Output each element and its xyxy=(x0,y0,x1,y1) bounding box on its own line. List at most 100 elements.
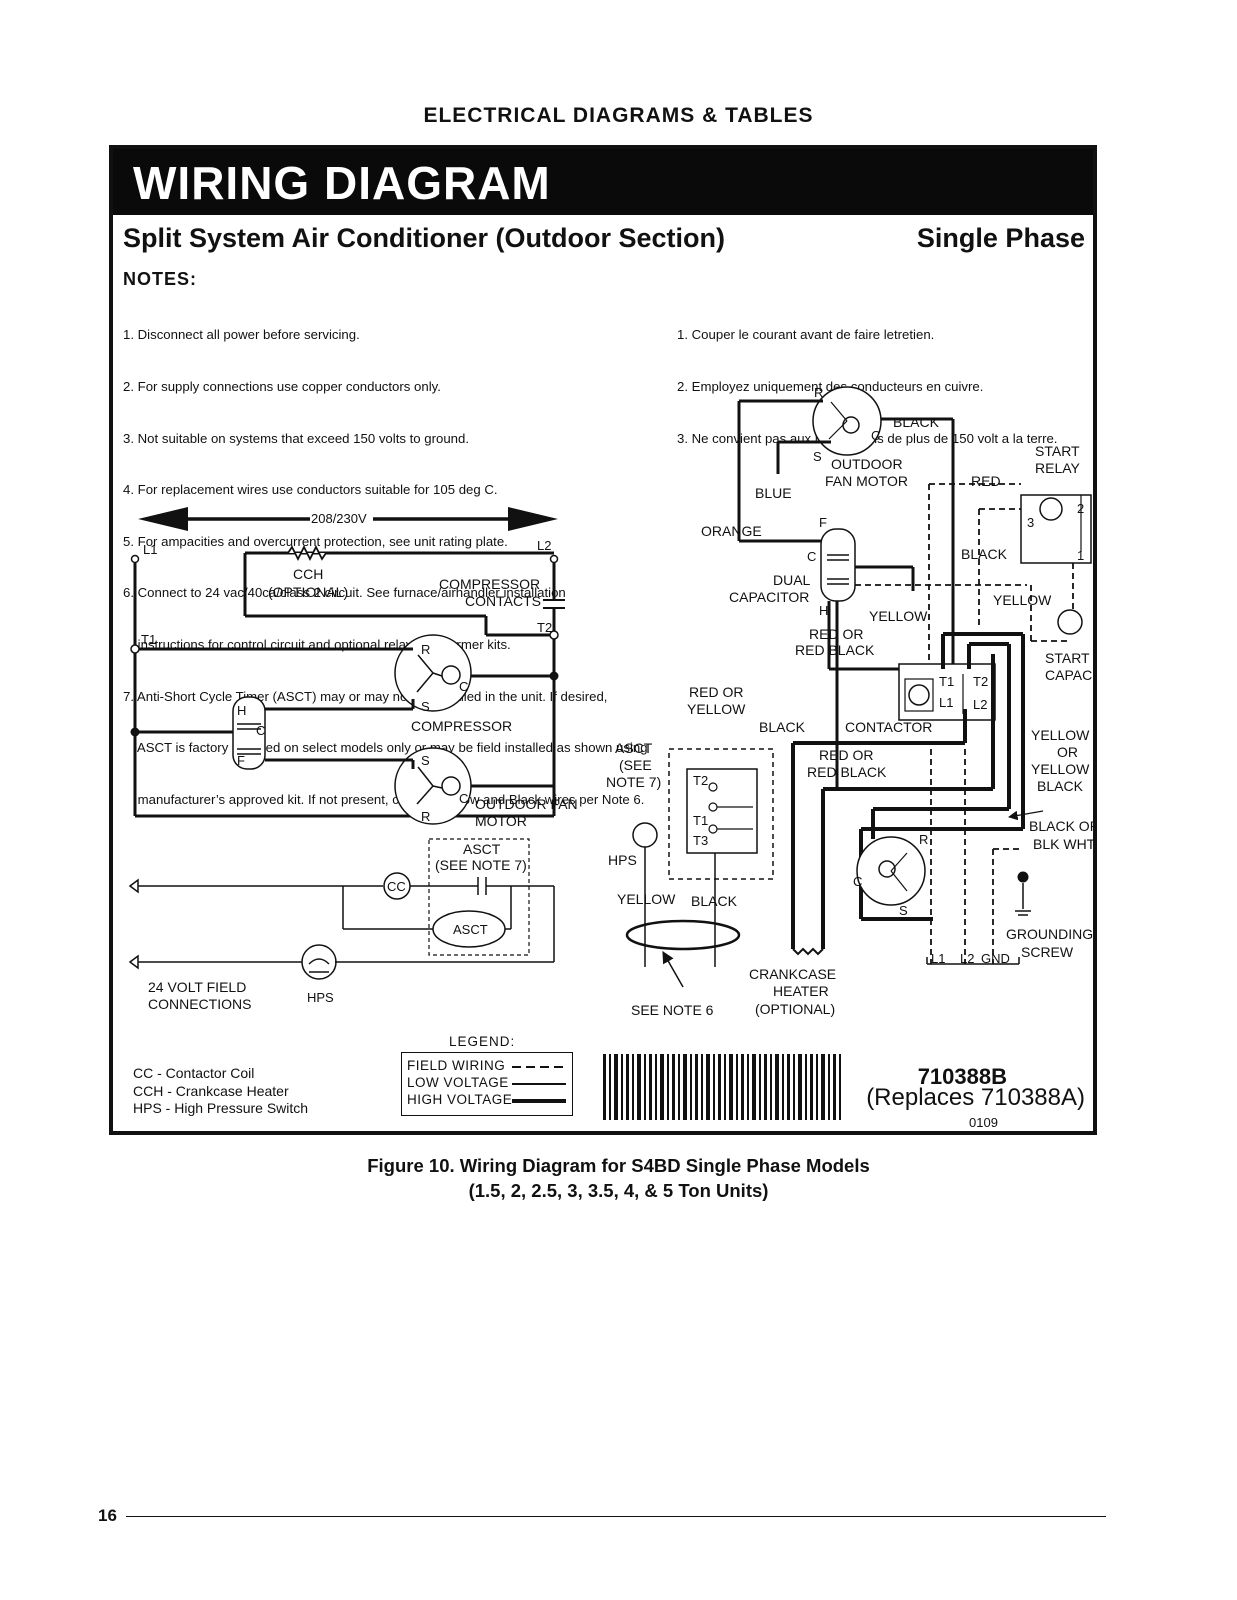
terminal-l2: L2 xyxy=(960,951,974,966)
t2-label: T2 xyxy=(537,620,552,635)
hps-label: HPS xyxy=(307,990,334,1005)
replaces-text: (Replaces 710388A) xyxy=(866,1084,1085,1111)
notes-english: 1. Disconnect all power before servicing… xyxy=(123,292,648,843)
yellow-or-label-4: BLACK xyxy=(1037,778,1084,794)
comp-c-label: C xyxy=(459,679,468,694)
relay-terminal-3: 3 xyxy=(1027,515,1034,530)
contactor-t2: T2 xyxy=(973,674,988,689)
subtitle-left: Split System Air Conditioner (Outdoor Se… xyxy=(123,223,726,253)
yellow-or-label-2: OR xyxy=(1057,744,1078,760)
abbrev-cc: CC - Contactor Coil xyxy=(133,1065,255,1081)
fan-r-label: R xyxy=(421,809,430,824)
part-number: 710388B xyxy=(917,1064,1007,1089)
yellow-or-label-1: YELLOW xyxy=(1031,727,1090,743)
voltage-label: 208/230V xyxy=(311,511,367,526)
abbrev-cch: CCH - Crankcase Heater xyxy=(133,1082,289,1099)
yellow-or-label-3: YELLOW xyxy=(1031,761,1090,777)
outdoor-fan-motor-label-1: OUTDOOR xyxy=(831,456,903,472)
grounding-screw-label-2: SCREW xyxy=(1021,944,1074,960)
start-capac-label-1: START xyxy=(1045,650,1090,666)
notes-french: 1. Couper le courant avant de faire letr… xyxy=(677,292,1057,481)
asct-pictorial-label-1: ASCT xyxy=(615,740,653,756)
l1-label: L1 xyxy=(143,542,157,557)
yellow-wire-label-2: YELLOW xyxy=(993,592,1052,608)
asct-t2: T2 xyxy=(693,773,708,788)
field-connections-label-1: 24 VOLT FIELD xyxy=(148,979,246,995)
note-line: 1. Disconnect all power before servicing… xyxy=(123,327,360,343)
abbrev-hps: HPS - High Pressure Switch xyxy=(133,1100,309,1116)
l2-label: L2 xyxy=(537,538,551,553)
legend-high-voltage: HIGH VOLTAGE xyxy=(407,1092,513,1107)
legend: FIELD WIRING LOW VOLTAGE HIGH VOLTAGE xyxy=(401,1052,573,1116)
black-or-blk-wht-label-1: BLACK OR xyxy=(1029,818,1093,834)
black-wire-label: BLACK xyxy=(893,414,940,430)
comp-s-label: S xyxy=(421,699,430,714)
contactor-l1: L1 xyxy=(939,695,953,710)
comp-pict-s: S xyxy=(899,903,908,918)
figure-caption-line-2: (1.5, 2, 2.5, 3, 3.5, 4, & 5 Ton Units) xyxy=(468,1180,769,1201)
cap-c-label: C xyxy=(256,723,265,738)
legend-title: LEGEND: xyxy=(449,1034,516,1049)
wiring-diagram-panel: WIRING DIAGRAM Split System Air Conditio… xyxy=(109,145,1097,1135)
relay-terminal-2: 2 xyxy=(1077,501,1084,516)
note-line: 5. For ampacities and overcurrent protec… xyxy=(123,533,508,549)
terminal-l1: L1 xyxy=(931,951,945,966)
comp-r-label: R xyxy=(421,642,430,657)
black-wire-label-3: BLACK xyxy=(759,719,806,735)
asct-t3: T3 xyxy=(693,833,708,848)
dual-capacitor-label-2: CAPACITOR xyxy=(729,589,809,605)
compressor-label: COMPRESSOR xyxy=(411,718,512,734)
note-line: 3. Not suitable on systems that exceed 1… xyxy=(123,430,470,446)
blue-wire-label: BLUE xyxy=(755,485,792,501)
comp-pict-c: C xyxy=(853,874,862,889)
field-connections-label-2: CONNECTIONS xyxy=(148,996,251,1012)
see-note-6-label: SEE NOTE 6 xyxy=(631,1002,714,1018)
fan-c-terminal: C xyxy=(871,428,880,443)
t1-label: T1 xyxy=(141,632,156,647)
abbreviations: CC - Contactor Coil CCH - Crankcase Heat… xyxy=(133,1065,308,1118)
cc-label: CC xyxy=(387,879,406,894)
grounding-screw-label-1: GROUNDING xyxy=(1006,926,1093,942)
page-number: 16 xyxy=(98,1506,117,1525)
black-wire-label-2: BLACK xyxy=(961,546,1008,562)
asct-t1: T1 xyxy=(693,813,708,828)
fan-c-label: C xyxy=(459,791,468,806)
dual-cap-h: H xyxy=(819,603,828,618)
ladder-diagram xyxy=(128,507,565,980)
cap-h-label: H xyxy=(237,703,246,718)
yellow-wire-label: YELLOW xyxy=(869,608,928,624)
red-or-red-black-label-2: RED BLACK xyxy=(795,642,875,658)
compressor-contacts-label-2: CONTACTS xyxy=(465,593,541,609)
asct-pictorial-label-3: NOTE 7) xyxy=(606,774,661,790)
red-or-red-black2-label-1: RED OR xyxy=(819,747,873,763)
asct-label: ASCT xyxy=(453,922,488,937)
fan-motor-label-1: OUTDOOR FAN xyxy=(475,796,578,812)
terminal-gnd: GND xyxy=(981,951,1010,966)
fan-s-terminal: S xyxy=(813,449,822,464)
red-wire-label: RED xyxy=(971,473,1001,489)
fan-s-label: S xyxy=(421,753,430,768)
note-line: 4. For replacement wires use conductors … xyxy=(123,482,498,498)
banner-title: WIRING DIAGRAM xyxy=(113,149,1093,215)
cch-label: CCH xyxy=(293,566,323,582)
red-or-yellow-label-1: RED OR xyxy=(689,684,743,700)
note-line: 1. Couper le courant avant de faire letr… xyxy=(677,327,935,343)
fan-r-terminal: R xyxy=(814,385,823,400)
crankcase-heater-label-2: HEATER xyxy=(773,983,829,999)
figure-caption-line-1: Figure 10. Wiring Diagram for S4BD Singl… xyxy=(367,1155,870,1176)
start-relay-label-1: START xyxy=(1035,443,1080,459)
asct-note-label-2: (SEE NOTE 7) xyxy=(435,857,527,873)
wiring-schematic: 208/230V L1 L2 T1 T2 CCH (OPTIONAL) COMP… xyxy=(128,385,1093,1120)
hps-pictorial-label: HPS xyxy=(608,852,637,868)
footer-rule xyxy=(126,1516,1106,1517)
contactor-l2: L2 xyxy=(973,697,987,712)
black-or-blk-wht-label-2: BLK WHT xyxy=(1033,836,1093,852)
yellow-wire-label-3: YELLOW xyxy=(617,891,676,907)
red-or-red-black2-label-2: RED BLACK xyxy=(807,764,887,780)
red-or-red-black-label-1: RED OR xyxy=(809,626,863,642)
red-or-yellow-label-2: YELLOW xyxy=(687,701,746,717)
contactor-label: CONTACTOR xyxy=(845,719,932,735)
dual-cap-f: F xyxy=(819,515,827,530)
contactor-t1: T1 xyxy=(939,674,954,689)
crankcase-heater-label-3: (OPTIONAL) xyxy=(755,1001,835,1017)
